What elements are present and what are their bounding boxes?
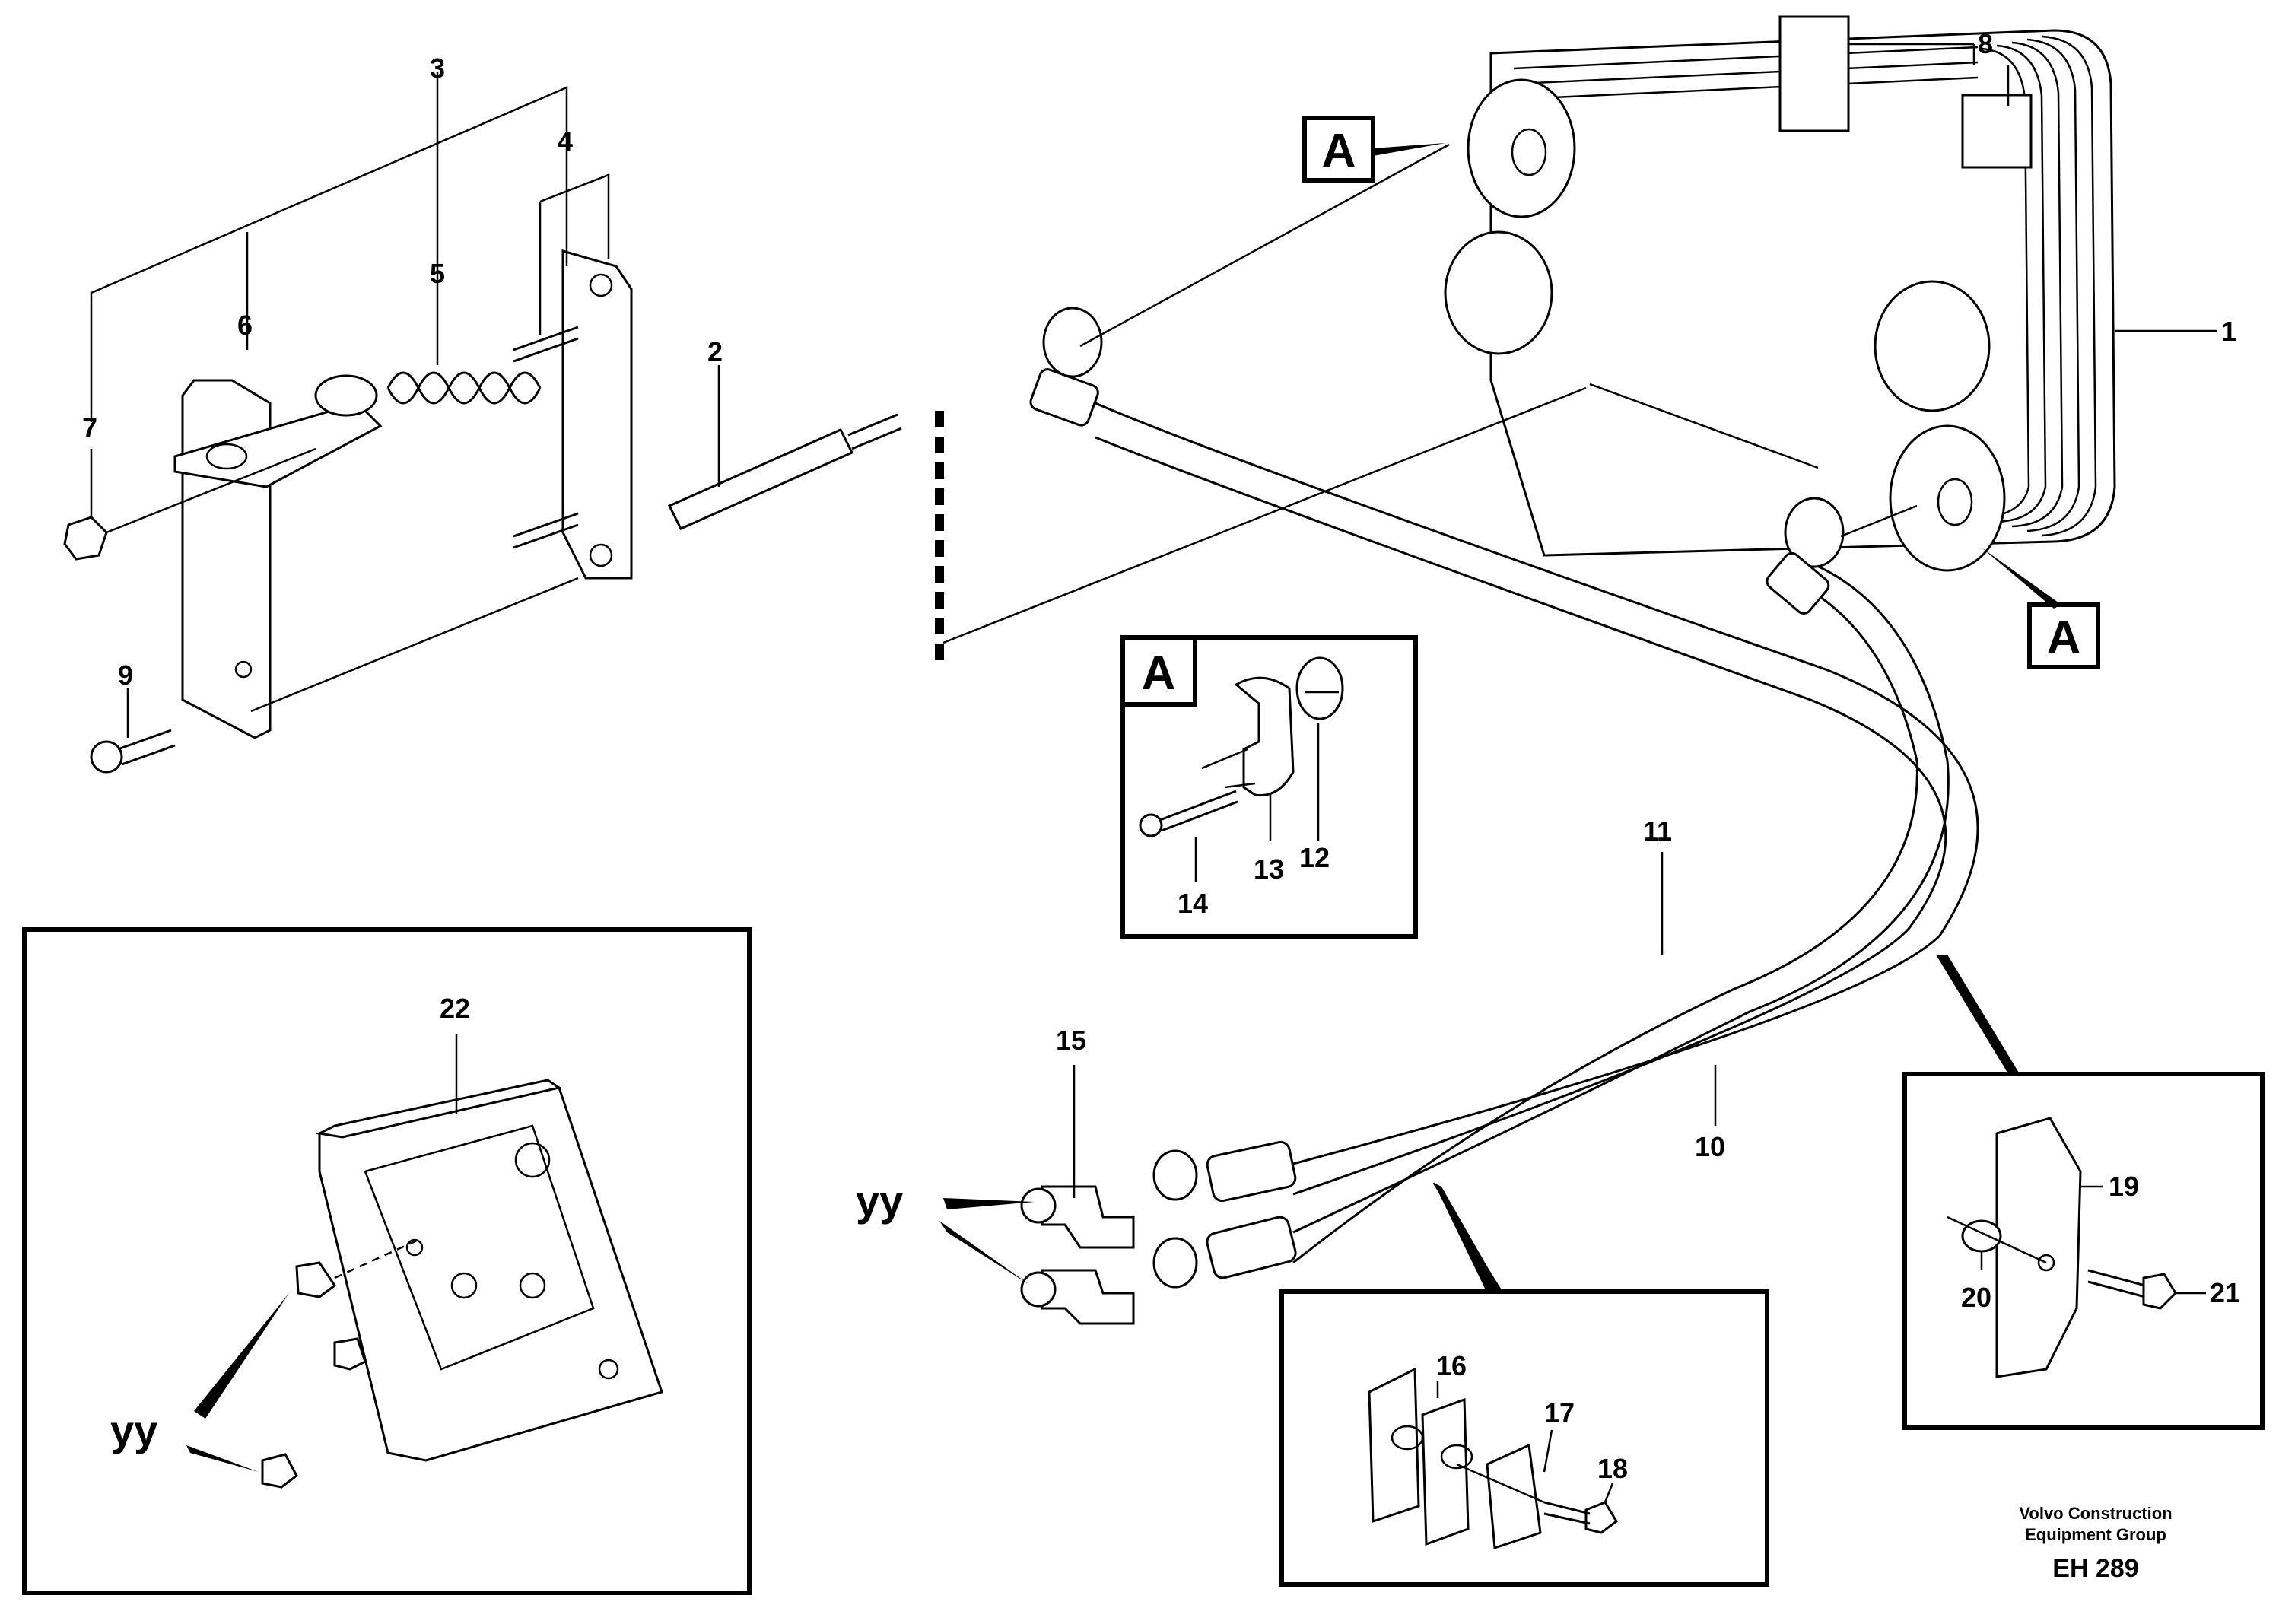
- callout-16: 16: [1436, 1350, 1467, 1381]
- bracket-assembly: [63, 249, 944, 774]
- yy-label-valve: yy: [110, 1406, 157, 1454]
- callout-20: 20: [1961, 1282, 1991, 1313]
- company-line-2: Equipment Group: [2025, 1525, 2166, 1544]
- footer-block: Volvo Construction Equipment Group EH 28…: [2019, 1504, 2172, 1583]
- detail-clamp-panel: [1279, 1182, 1769, 1587]
- view-a-label: A: [1322, 125, 1356, 177]
- view-a-label: A: [2047, 612, 2081, 664]
- callout-10: 10: [1695, 1131, 1725, 1162]
- callout-11: 11: [1643, 815, 1672, 847]
- callout-19: 19: [2109, 1171, 2139, 1202]
- callout-2: 2: [707, 336, 723, 367]
- callout-1: 1: [2221, 316, 2236, 347]
- hoses: [1029, 307, 1979, 1289]
- callout-7: 7: [82, 412, 97, 443]
- callout-15: 15: [1056, 1025, 1086, 1056]
- callout-numbers: 1 2 3 4 5 6 7 8 9 10 11 12 13 14 15 16 1…: [82, 28, 2240, 1484]
- drawing-code: EH 289: [2052, 1554, 2138, 1583]
- callout-21: 21: [2210, 1277, 2240, 1308]
- callout-13: 13: [1254, 853, 1284, 885]
- detail-a-label: A: [1142, 647, 1176, 700]
- leader-lines: [90, 43, 2217, 1198]
- callout-14: 14: [1178, 888, 1208, 919]
- yy-markers: [186, 1198, 1035, 1472]
- callout-9: 9: [118, 659, 133, 691]
- detail-guard-panel: [1902, 955, 2265, 1430]
- callout-8: 8: [1978, 28, 1993, 59]
- view-a-marker-top: A: [1302, 116, 1445, 183]
- callout-17: 17: [1544, 1397, 1575, 1429]
- detail-a-panel: A: [1120, 635, 1418, 939]
- view-a-marker-right: A: [1982, 548, 2100, 669]
- callout-18: 18: [1597, 1453, 1628, 1484]
- callout-5: 5: [430, 258, 445, 289]
- yy-label-hoses: yy: [856, 1177, 903, 1225]
- oil-cooler: [1444, 15, 2116, 572]
- callout-12: 12: [1299, 842, 1330, 873]
- detail-valve-panel: [22, 927, 752, 1595]
- elbow-fittings: [1020, 1185, 1135, 1325]
- callout-22: 22: [440, 993, 470, 1024]
- company-line-1: Volvo Construction: [2019, 1504, 2172, 1523]
- callout-3: 3: [430, 52, 445, 84]
- callout-6: 6: [237, 310, 253, 341]
- callout-4: 4: [558, 126, 573, 157]
